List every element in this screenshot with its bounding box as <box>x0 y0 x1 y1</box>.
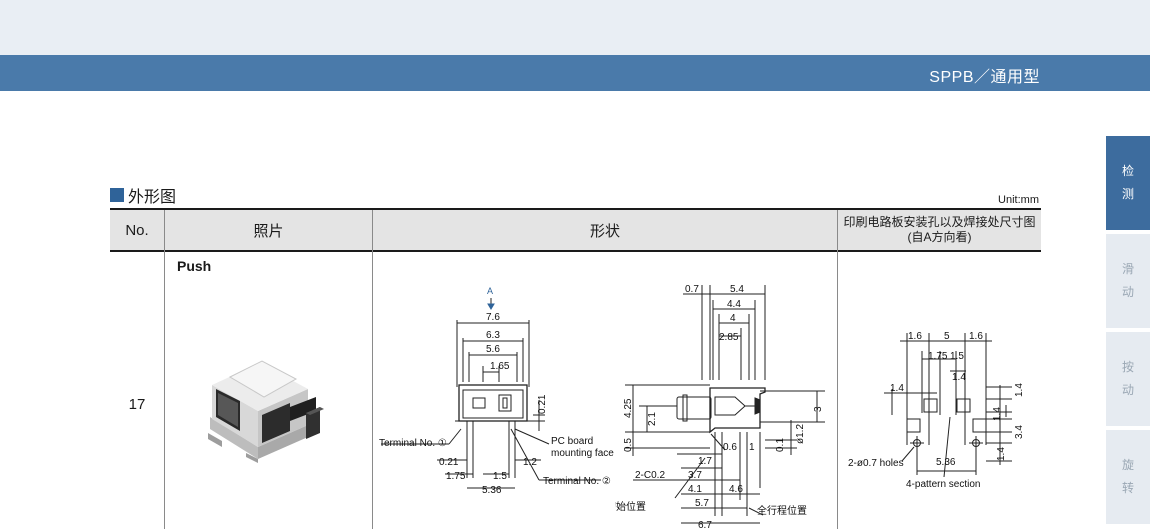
section-marker-icon <box>110 188 124 202</box>
col-divider <box>164 210 165 529</box>
dim-label: 4.25 <box>623 398 634 418</box>
header-pcb-line2: (自A方向看) <box>907 230 972 244</box>
dim-label: 1.5 <box>493 471 507 482</box>
section-heading: 外形图 <box>110 183 176 207</box>
dim-label: 2.1 <box>647 412 658 426</box>
table-header-rule <box>110 250 1041 252</box>
table-top-rule <box>110 208 1041 210</box>
header-bar <box>0 55 1150 91</box>
dim-label: 2.85 <box>719 332 739 343</box>
row-number: 17 <box>128 396 146 413</box>
tab-char: 转 <box>1121 481 1134 495</box>
col-divider <box>837 210 838 529</box>
pc-face-label: PC board <box>551 436 593 447</box>
dim-label: 7.6 <box>486 312 500 323</box>
dim-label: 5.36 <box>936 457 956 468</box>
dim-label: 5.36 <box>482 485 502 496</box>
dim-label: 1.4 <box>952 372 966 383</box>
full-travel-label: 全行程位置 <box>757 504 807 517</box>
col-divider <box>372 210 373 529</box>
dim-label: 2-C0.2 <box>635 470 665 481</box>
drawing-front-view: A 7.6 6.3 5.6 1.65 0.21 0.21 1.2 1.75 1.… <box>379 286 614 496</box>
tab-char: 滑 <box>1121 262 1134 276</box>
dim-label: 4 <box>730 313 736 324</box>
header-shape: 形状 <box>373 210 837 250</box>
dim-label: 1.5 <box>950 351 964 362</box>
tab-slide[interactable]: 滑 动 <box>1106 234 1150 328</box>
sidebar-nav: 检 测 滑 动 按 动 旋 转 <box>1106 136 1150 528</box>
dim-label: 6.7 <box>698 520 712 529</box>
tab-char: 检 <box>1121 164 1134 178</box>
dim-label: 3.7 <box>688 470 702 481</box>
product-photo <box>208 360 324 463</box>
tab-rotary[interactable]: 旋 转 <box>1106 430 1150 524</box>
dim-label: 1.6 <box>969 331 983 342</box>
dim-label: 5.7 <box>695 498 709 509</box>
dim-label: 3 <box>813 406 824 412</box>
dim-label: 3.4 <box>1014 425 1025 439</box>
dim-label: 5 <box>944 331 950 342</box>
dim-label: 1.75 <box>446 471 466 482</box>
tab-char: 按 <box>1121 360 1134 374</box>
tab-push[interactable]: 按 动 <box>1106 332 1150 426</box>
pattern-label: 4-pattern section <box>906 479 981 490</box>
dim-label: 1.4 <box>890 383 904 394</box>
series-title: SPPB／通用型 <box>929 69 1040 86</box>
header-pcb-line1: 印刷电路板安装孔以及焊接处尺寸图 <box>843 215 1036 229</box>
view-arrow-label: A <box>487 286 493 296</box>
dim-label: 0.6 <box>723 442 737 453</box>
section-title: 外形图 <box>128 189 177 206</box>
dim-label: 1.7 <box>698 456 712 467</box>
dim-label: ø1.2 <box>795 424 806 444</box>
product-type: Push <box>177 258 212 274</box>
dim-label: 1.75 <box>928 351 948 362</box>
dim-label: 1 <box>749 442 755 453</box>
dim-label: 4.4 <box>727 299 741 310</box>
tab-char: 测 <box>1121 187 1134 201</box>
header-photo: 照片 <box>165 210 372 250</box>
dim-label: 0.21 <box>537 394 548 414</box>
terminal-2-label: Terminal No. ② <box>543 476 611 487</box>
on-position-label: ON初始位置 <box>615 500 646 513</box>
dim-label: 4.1 <box>688 484 702 495</box>
header-pcb: 印刷电路板安装孔以及焊接处尺寸图 (自A方向看) <box>838 210 1041 250</box>
terminal-1-label: Terminal No. ① <box>379 438 447 449</box>
dim-label: 1.4 <box>1014 383 1025 397</box>
holes-label: 2-ø0.7 holes <box>848 458 904 469</box>
tab-char: 旋 <box>1121 458 1134 472</box>
dim-label: 0.1 <box>775 438 786 452</box>
dim-label: 0.5 <box>623 438 634 452</box>
drawing-side-view: 0.7 5.4 4.4 4 2.85 4.25 2.1 0.5 0.6 1 0.… <box>615 284 825 529</box>
dim-label: 1.6 <box>908 331 922 342</box>
tab-char: 动 <box>1121 285 1134 299</box>
dim-label: 5.6 <box>486 344 500 355</box>
dim-label: 1.2 <box>523 457 537 468</box>
dim-label: 1.65 <box>490 361 510 372</box>
drawing-pcb-pattern: 1.6 5 1.6 1.75 1.5 1.4 1.4 1.4 1.4 3.4 1… <box>848 331 1025 490</box>
top-band <box>0 0 1150 55</box>
tab-char: 动 <box>1121 383 1134 397</box>
dim-label: 5.4 <box>730 284 744 295</box>
dim-label: 1.4 <box>996 447 1007 461</box>
dim-label: 4.6 <box>729 484 743 495</box>
tab-detection[interactable]: 检 测 <box>1106 136 1150 230</box>
dim-label: 6.3 <box>486 330 500 341</box>
dim-label: 0.7 <box>685 284 699 295</box>
dim-label: 1.4 <box>992 407 1003 421</box>
dim-label: 0.21 <box>439 457 459 468</box>
pc-face-label-2: mounting face <box>551 448 614 459</box>
header-no: No. <box>110 210 164 250</box>
unit-label: Unit:mm <box>998 194 1039 206</box>
